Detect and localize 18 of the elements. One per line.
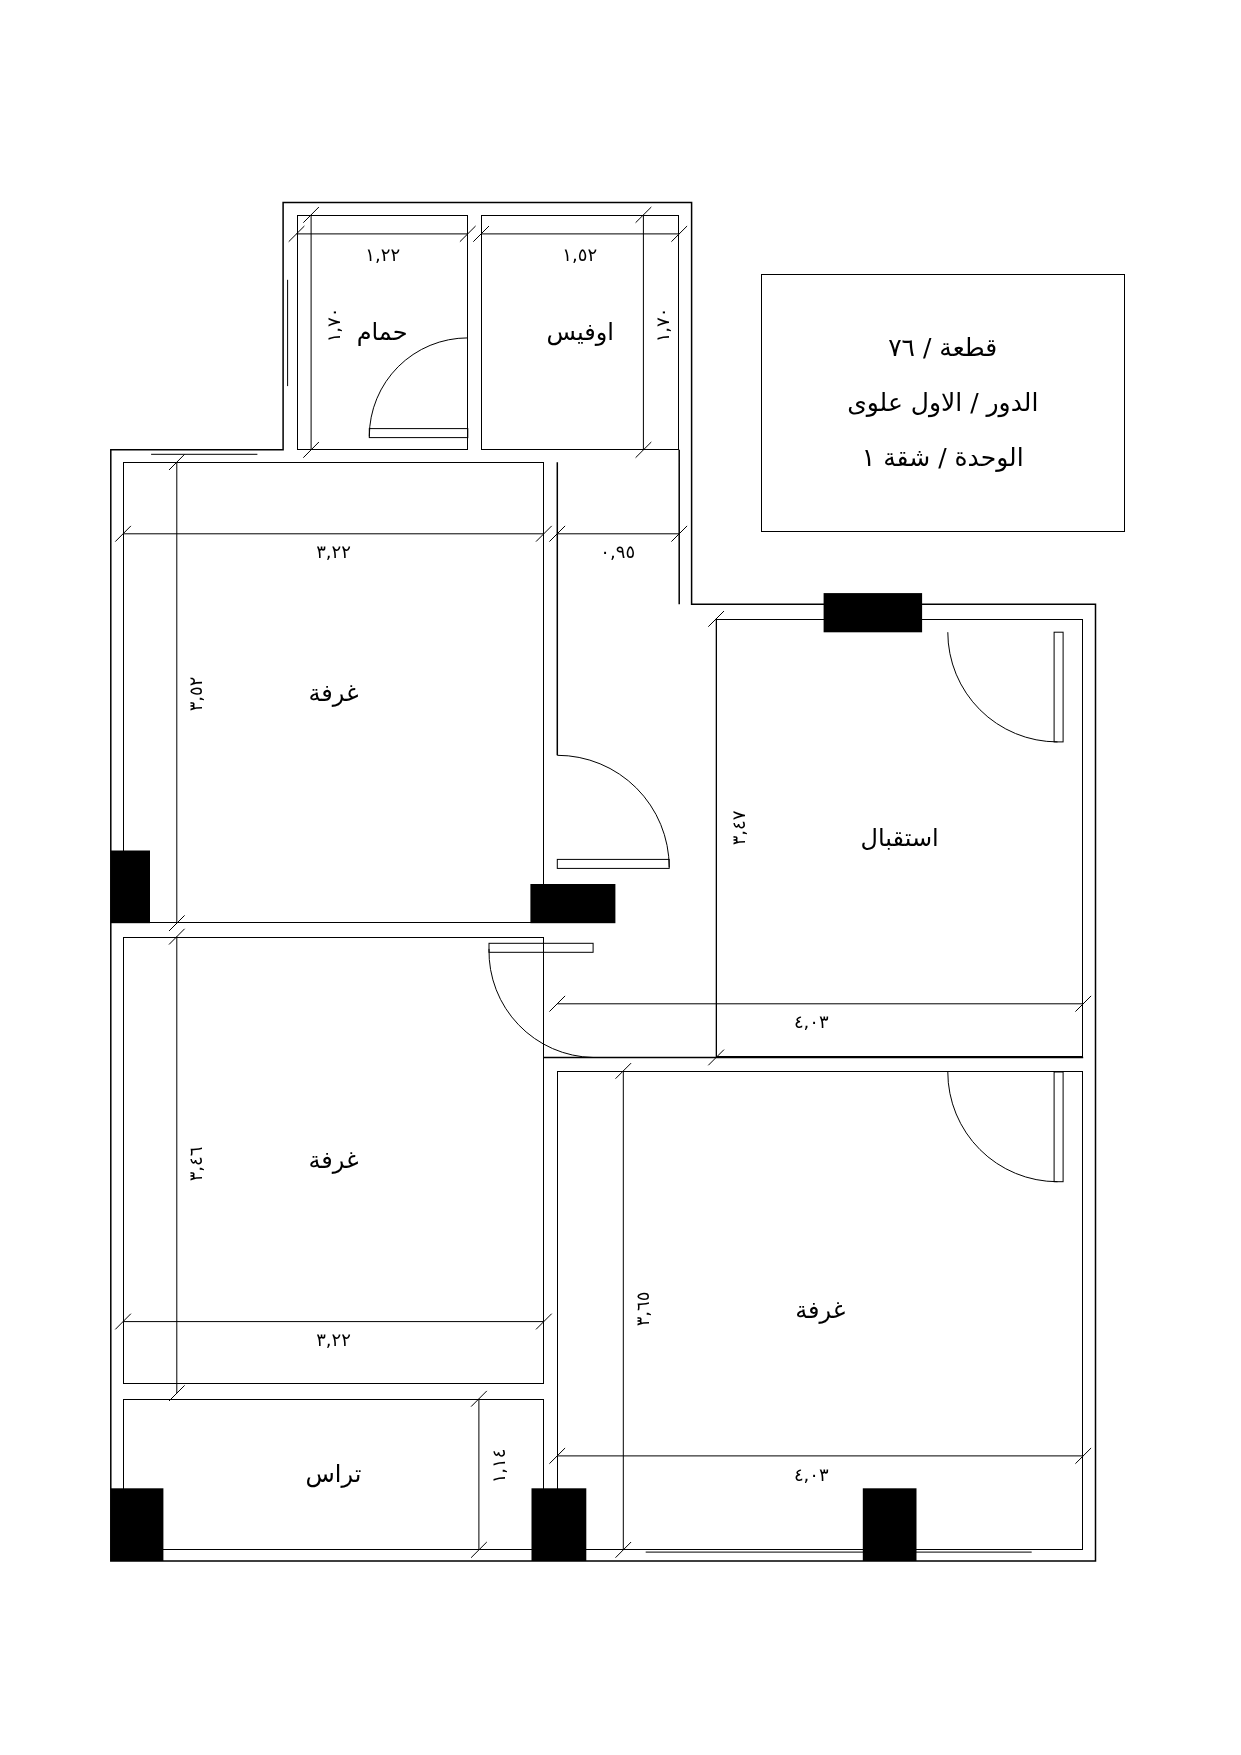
dimension-label: ٤,٠٣ <box>793 1012 829 1031</box>
dimension-label: ٣,٤٦ <box>186 1146 205 1182</box>
dimension-label: ٤,٠٣ <box>793 1465 829 1484</box>
info-line: الدور / الاول علوى <box>847 388 1039 418</box>
info-line: الوحدة / شقة ١ <box>861 443 1024 473</box>
dimension-label: ١,٢٢ <box>365 246 401 265</box>
dimension-label: ١,٧٠ <box>653 307 672 342</box>
dimension-label: ٣,٤٧ <box>729 810 748 846</box>
dimension-label: ٣,٥٢ <box>186 676 205 712</box>
dimension-label: ٣,٢٢ <box>316 542 351 561</box>
dimension-label: ٣,٦٥ <box>634 1291 653 1327</box>
dimension-label: ٠,٩٥ <box>600 542 636 561</box>
dimension-label: ٣,٢٢ <box>316 1330 351 1349</box>
dimension-label: ١,٧٠ <box>324 307 343 342</box>
info-line: قطعة / ٧٦ <box>888 333 998 363</box>
dimension-label: ١,١٤ <box>490 1448 509 1484</box>
dimension-label: ١,٥٢ <box>562 246 598 265</box>
info-box <box>760 274 1125 532</box>
